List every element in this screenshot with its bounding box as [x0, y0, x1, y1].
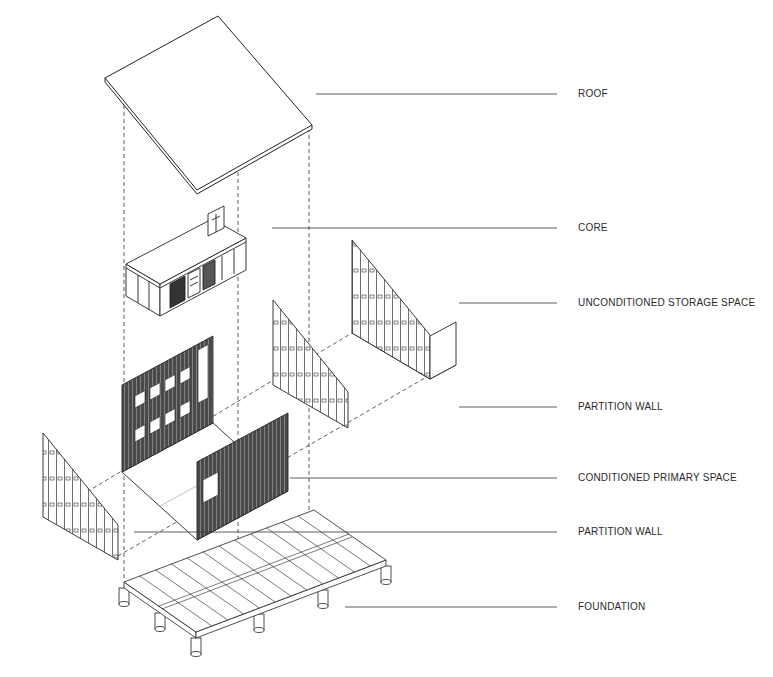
partition-wall: [43, 433, 118, 560]
part-label: CONDITIONED PRIMARY SPACE: [577, 472, 738, 484]
part-label: PARTITION WALL: [577, 526, 664, 538]
roof-plane: [105, 16, 312, 194]
partition-wall: [273, 300, 348, 428]
leader-lines: [134, 94, 557, 607]
part-label: PARTITION WALL: [577, 401, 664, 413]
part-label: ROOF: [577, 88, 609, 100]
part-label: UNCONDITIONED STORAGE SPACE: [577, 297, 756, 309]
part-label: CORE: [577, 222, 609, 234]
part-label: FOUNDATION: [577, 601, 646, 613]
core-unit: [126, 206, 246, 316]
storage-volume: [352, 240, 456, 379]
primary-space: [122, 336, 288, 540]
